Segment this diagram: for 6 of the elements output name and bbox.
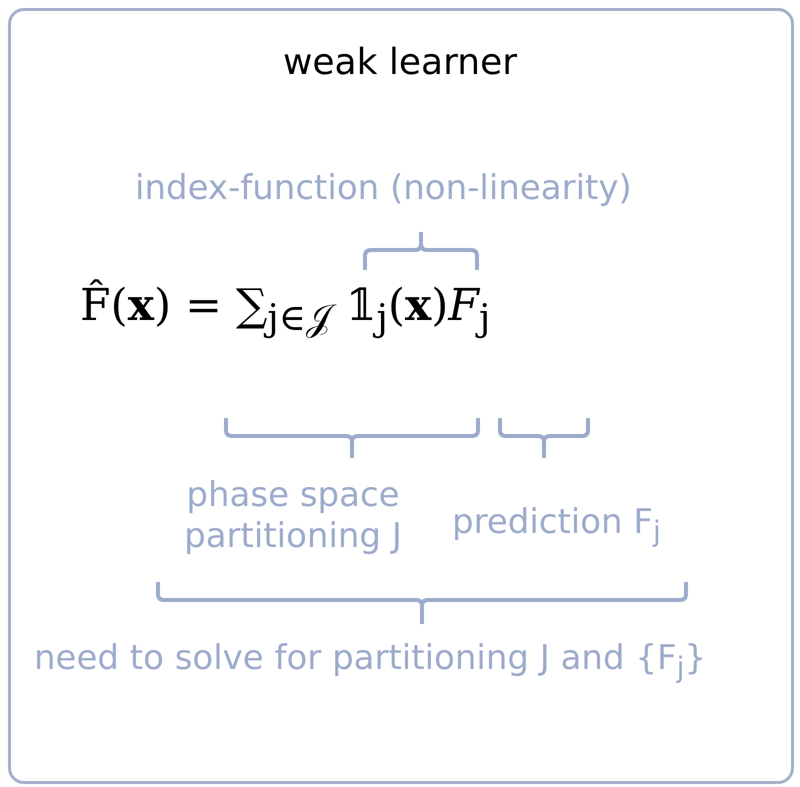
annotation-text: need to solve for partitioning J and {F$_{j}$}: [34, 638, 706, 685]
title: weak learner: [282, 42, 518, 83]
annotation-text: phase space partitioning J: [183, 475, 403, 557]
annotation-text: prediction F$_{j}$: [452, 502, 661, 549]
formula: F̂(x) = ∑$_{j∈𝒥}$ 𝟙$_{j}$(x)F$_{j}$: [80, 280, 490, 339]
annotation-text: index-function (non-linearity): [135, 168, 632, 209]
